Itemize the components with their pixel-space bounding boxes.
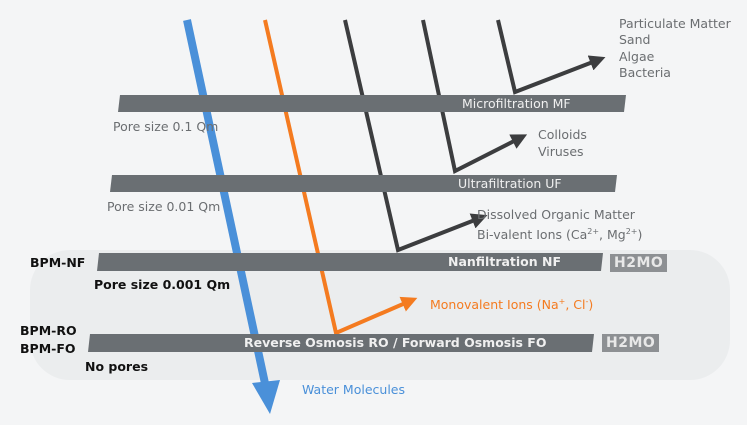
mf-rejection-path	[496, 19, 606, 95]
text: Monovalent Ions (Na	[430, 297, 559, 313]
monovalent-ions-label: Monovalent Ions (Na+, Cl-)	[430, 294, 593, 313]
nf-rejected-item: Bi-valent Ions (Ca2+, Mg2+)	[477, 224, 642, 243]
water-arrowhead	[252, 380, 280, 414]
text: -	[585, 297, 589, 306]
mf-rejected-item: Particulate Matter	[619, 16, 731, 31]
h2mo-logo: H2MO	[610, 254, 668, 272]
ro-membrane-bar	[88, 334, 594, 352]
bpm-ro-label: BPM-RO	[20, 323, 77, 338]
h2mo-logo: H2MO	[602, 334, 660, 352]
ro-label: Reverse Osmosis RO / Forward Osmosis FO	[244, 335, 547, 350]
text: )	[637, 227, 643, 243]
uf-membrane-bar	[110, 175, 617, 192]
uf-rejection-path	[421, 19, 528, 174]
bpm-fo-label: BPM-FO	[20, 341, 76, 356]
uf-rejected-item: Colloids	[538, 127, 587, 142]
water-molecules-label: Water Molecules	[302, 382, 405, 397]
uf-rejected-item: Viruses	[538, 144, 584, 159]
uf-pore-size: Pore size 0.01 Qm	[107, 199, 221, 214]
text: 2+	[625, 227, 638, 236]
text: , Mg	[599, 227, 626, 243]
mf-pore-size: Pore size 0.1 Qm	[113, 119, 219, 134]
mf-rejected-item: Sand	[619, 32, 651, 47]
nf-rejected-item: Dissolved Organic Matter	[477, 207, 635, 222]
mf-label: Microfiltration MF	[462, 96, 571, 111]
nf-rejection-path	[343, 19, 488, 253]
text: +	[558, 297, 566, 306]
ro-pore-size: No pores	[85, 359, 149, 374]
text: )	[588, 297, 594, 313]
nf-label: Nanfiltration NF	[448, 254, 562, 269]
mf-rejected-item: Bacteria	[619, 65, 671, 80]
nf-pore-size: Pore size 0.001 Qm	[94, 277, 231, 292]
nf-membrane-bar	[97, 253, 603, 271]
text: Bi-valent Ions (Ca	[477, 227, 588, 243]
text: 2+	[587, 227, 600, 236]
text: , Cl	[565, 297, 586, 313]
mf-rejected-item: Algae	[619, 49, 655, 64]
bpm-nf-label: BPM-NF	[30, 255, 86, 270]
water-molecules-path	[183, 19, 270, 389]
uf-label: Ultrafiltration UF	[458, 176, 562, 191]
mf-membrane-bar	[118, 95, 626, 112]
monovalent-ions-path	[263, 19, 418, 336]
